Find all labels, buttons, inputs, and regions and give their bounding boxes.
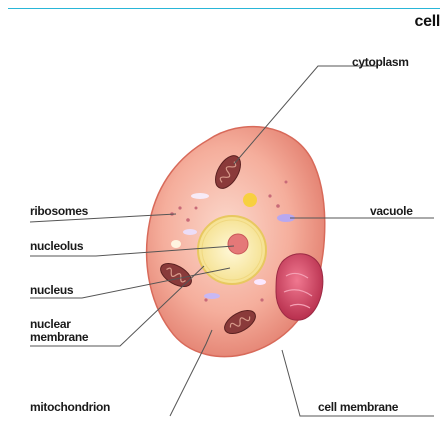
label-mitochondrion: mitochondrion [30, 401, 110, 414]
vesicle [254, 279, 266, 285]
vesicle [191, 193, 209, 199]
label-vacuole: vacuole [370, 205, 413, 218]
vesicle [204, 293, 220, 299]
label-cell-membrane: cell membrane [318, 401, 398, 414]
label-nuclear-membrane-line2: membrane [30, 331, 88, 344]
label-nucleolus: nucleolus [30, 240, 83, 253]
label-nucleus: nucleus [30, 284, 73, 297]
nucleolus-shape [228, 234, 248, 254]
label-cytoplasm: cytoplasm [352, 56, 409, 69]
label-ribosomes: ribosomes [30, 205, 88, 218]
vesicle [171, 240, 181, 248]
yellow-vesicle [243, 193, 257, 207]
vesicle [183, 229, 197, 235]
vacuole-shape [276, 254, 323, 320]
